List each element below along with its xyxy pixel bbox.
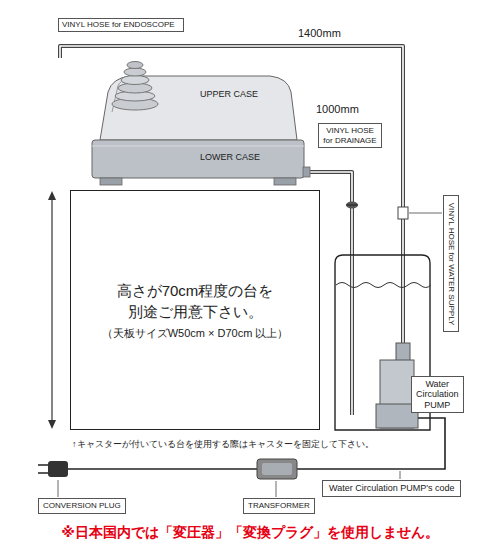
leader-line [400, 471, 401, 479]
hose-label: VINYL HOSE for ENDOSCOPE [58, 18, 184, 32]
label-text: TRANSFORMER [248, 501, 310, 511]
label-text: （天板サイズW50cm × D70cm 以上） [102, 326, 289, 340]
dimension-label: 1000mm [316, 103, 359, 116]
device-foot [100, 178, 122, 185]
transformer-face [262, 463, 292, 475]
label-text: VINYL HOSE for ENDOSCOPE [62, 20, 175, 30]
upper-case [100, 76, 297, 140]
part-name: UPPER CASE [200, 89, 258, 100]
bellows [127, 62, 143, 69]
table-box: 高さが70cm程度の台を 別途ご用意下さい。 （天板サイズW50cm × D70c… [70, 190, 320, 430]
label-text: Water Circulation PUMP's code [329, 483, 454, 494]
valve-symbol [346, 202, 358, 209]
transformer-symbol [257, 459, 297, 479]
power-cord [68, 468, 258, 470]
label-text: VINYL HOSE for WATER SUPPLY [447, 202, 455, 325]
label-text: VINYL HOSE for DRAINAGE [322, 126, 378, 145]
plug-prong [38, 472, 48, 474]
pump-cap [396, 343, 410, 361]
water-line [336, 283, 431, 288]
warning-note: ※日本国内では「変圧器」「変換プラグ」を使用しません。 [0, 524, 500, 541]
bellows [121, 76, 149, 85]
endoscope-device [92, 62, 310, 186]
dimension-label: 1400mm [298, 27, 341, 40]
note-text: ↑キャスターが付いている台を使用する際はキャスターを固定して下さい。 [72, 439, 374, 450]
hose-label: VINYL HOSE for DRAINAGE [318, 123, 382, 148]
pump-label: Water Circulation PUMP [411, 376, 464, 413]
valve-symbol [346, 205, 358, 206]
dimension-line [51, 198, 52, 422]
plug-symbol [38, 461, 68, 477]
transformer-body [257, 459, 297, 479]
drain-outlet [303, 167, 310, 177]
label-text: CONVERSION PLUG [43, 501, 121, 511]
part-name: LOWER CASE [200, 152, 260, 163]
part-label: TRANSFORMER [243, 498, 315, 514]
bellows [124, 68, 146, 76]
lower-case [92, 140, 304, 178]
part-label: CONVERSION PLUG [38, 498, 126, 514]
hose-joint [398, 207, 408, 219]
label-text: 高さが70cm程度の台を 別途ご用意下さい。 [117, 280, 274, 324]
leader-line [409, 213, 442, 214]
hose-label: VINYL HOSE for WATER SUPPLY [443, 195, 459, 332]
lower-case-edge [92, 146, 304, 147]
plug-body [48, 461, 68, 477]
cord-label: Water Circulation PUMP's code [322, 480, 461, 497]
leader-line [58, 480, 59, 497]
leader-line [276, 481, 277, 497]
label-text: Water Circulation PUMP [416, 379, 459, 410]
arrowhead [48, 420, 56, 429]
plug-prong [38, 464, 48, 466]
height-dimension [48, 191, 56, 429]
device-foot [274, 178, 296, 185]
arrowhead [48, 191, 56, 200]
